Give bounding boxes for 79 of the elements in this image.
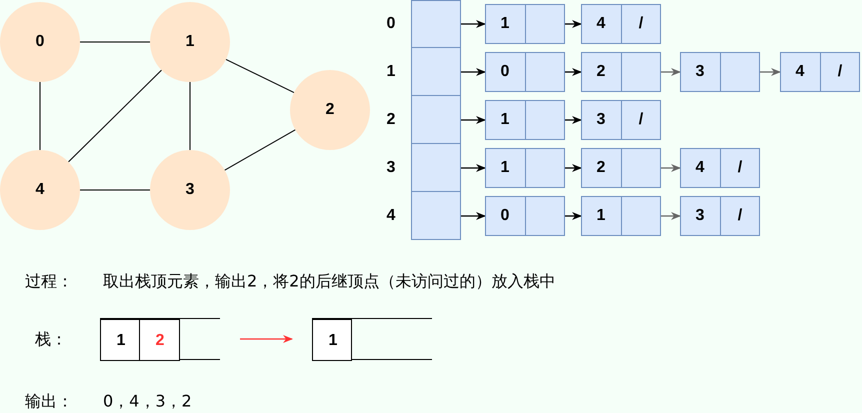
array-cell	[411, 192, 461, 240]
arrow	[565, 116, 582, 124]
arrow	[565, 20, 582, 28]
arrow	[461, 212, 486, 220]
node-value: 3	[696, 63, 704, 81]
index-label: 0	[386, 15, 396, 33]
stack-value: 2	[156, 332, 164, 350]
arrow	[760, 68, 781, 76]
process-text: 取出栈顶元素，输出2，将2的后继顶点（未访问过的）放入栈中	[103, 272, 556, 292]
node-value: 1	[596, 207, 606, 225]
list-node	[581, 148, 661, 188]
list-node	[485, 148, 565, 188]
stack-cell	[312, 319, 352, 361]
node-value: 3	[696, 207, 704, 225]
node-value: 2	[596, 63, 606, 81]
null-pointer-mark: /	[838, 63, 842, 81]
stack-cell	[100, 319, 140, 361]
node-value: 0	[500, 63, 510, 81]
vertex-label: 0	[36, 33, 44, 51]
node-value: 4	[596, 15, 606, 33]
stack-label: 栈：	[35, 330, 67, 350]
null-pointer-mark: /	[638, 15, 644, 33]
arrow	[565, 164, 582, 172]
stack-outline	[312, 318, 432, 360]
list-node	[680, 52, 760, 92]
arrow	[461, 164, 486, 172]
stack-value: 1	[328, 332, 338, 350]
array-cell	[411, 96, 461, 144]
arrow	[565, 212, 582, 220]
list-node	[581, 196, 661, 236]
null-pointer-mark: /	[738, 207, 742, 225]
list-node	[485, 100, 565, 140]
node-value: 4	[796, 63, 804, 81]
arrow	[661, 164, 681, 172]
arrow	[461, 116, 486, 124]
null-pointer-mark: /	[638, 111, 644, 129]
arrow	[240, 335, 293, 343]
null-pointer-mark: /	[738, 159, 742, 177]
node-value: 3	[596, 111, 606, 129]
list-node	[581, 52, 661, 92]
list-node	[680, 196, 760, 236]
list-node	[581, 4, 661, 44]
vertex-label: 4	[36, 181, 44, 199]
array-cell	[411, 48, 461, 96]
list-node	[680, 148, 760, 188]
index-label: 4	[386, 207, 396, 225]
node-value: 1	[500, 15, 510, 33]
stack-value: 1	[116, 332, 126, 350]
vertex-label: 1	[186, 33, 194, 51]
arrow	[661, 212, 681, 220]
vertex-label: 2	[326, 101, 334, 119]
node-value: 2	[596, 159, 606, 177]
stack-outline	[100, 318, 220, 360]
vertex-label: 3	[186, 181, 194, 199]
node-value: 1	[500, 111, 510, 129]
output-label: 输出：	[25, 392, 73, 412]
array-cell	[411, 0, 461, 48]
graph-edge	[225, 58, 295, 94]
list-node	[485, 196, 565, 236]
graph-edge	[68, 70, 162, 162]
node-value: 1	[500, 159, 510, 177]
stack-cell	[140, 319, 180, 361]
index-label: 1	[386, 63, 396, 81]
output-text: 0，4，3，2	[103, 392, 192, 412]
arrow	[461, 68, 486, 76]
arrow	[565, 68, 582, 76]
graph-edge	[224, 129, 296, 171]
list-node	[780, 52, 860, 92]
index-label: 3	[386, 159, 396, 177]
process-label: 过程：	[25, 272, 73, 292]
array-cell	[411, 144, 461, 192]
list-node	[581, 100, 661, 140]
arrow	[661, 68, 681, 76]
node-value: 4	[696, 159, 704, 177]
list-node	[485, 52, 565, 92]
list-node	[485, 4, 565, 44]
arrow	[461, 20, 486, 28]
index-label: 2	[386, 111, 396, 129]
node-value: 0	[500, 207, 510, 225]
